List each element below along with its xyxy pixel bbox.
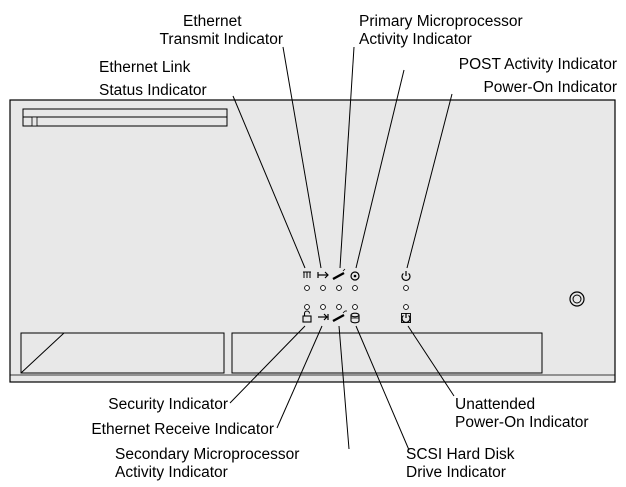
cpu-activity-icon	[332, 268, 346, 281]
bottom-indicator-row	[302, 304, 411, 324]
cpu-activity-icon	[332, 310, 347, 323]
led-secondary-microprocessor	[336, 304, 342, 310]
led-post-activity	[352, 285, 358, 291]
power-button-icon[interactable]	[569, 291, 585, 307]
lower-bay-left	[20, 332, 225, 374]
led-primary-microprocessor	[336, 285, 342, 291]
lock-icon	[302, 310, 312, 323]
callout-labels: Ethernet Transmit Indicator Primary Micr…	[91, 13, 617, 481]
unattended-power-icon	[401, 313, 411, 324]
leader-lines	[229, 46, 455, 451]
leader-primary-microprocessor	[339, 46, 355, 269]
transmit-arrow-icon	[317, 271, 329, 279]
leader-security	[229, 325, 306, 404]
lower-bay-left-diagonal	[20, 332, 65, 374]
led-security	[304, 304, 310, 310]
leader-ethernet-transmit	[282, 46, 322, 269]
media-bay-latch	[31, 116, 38, 127]
label-ethernet-link: Ethernet Link Status Indicator	[99, 59, 207, 99]
label-unattended-power-on: Unattended Power-On Indicator	[455, 396, 589, 431]
leader-power-on	[406, 93, 453, 269]
power-icon	[401, 271, 411, 282]
led-ethernet-transmit	[320, 285, 326, 291]
leader-ethernet-link	[232, 95, 306, 269]
top-indicator-row	[303, 268, 411, 291]
label-security: Security Indicator	[108, 396, 228, 413]
led-scsi-hard-disk	[352, 304, 358, 310]
server-front-panel	[9, 99, 616, 383]
led-ethernet-receive	[320, 304, 326, 310]
leader-secondary-microprocessor	[338, 325, 350, 450]
label-ethernet-receive: Ethernet Receive Indicator	[91, 421, 274, 438]
leader-post-activity	[355, 69, 405, 269]
label-power-on: Power-On Indicator	[483, 79, 617, 96]
led-power-on	[403, 285, 409, 291]
receive-arrow-icon	[318, 313, 329, 321]
label-scsi-hard-disk: SCSI Hard Disk Drive Indicator	[406, 446, 519, 481]
led-unattended-power-on	[403, 304, 409, 310]
label-secondary-microprocessor: Secondary Microprocessor Activity Indica…	[115, 446, 304, 481]
leader-ethernet-receive	[276, 325, 323, 429]
led-ethernet-link	[304, 285, 310, 291]
leader-unattended-power-on	[407, 325, 455, 397]
network-link-icon	[303, 271, 311, 278]
leader-scsi-hard-disk	[355, 325, 410, 451]
label-primary-microprocessor: Primary Microprocessor Activity Indicato…	[359, 13, 527, 48]
lower-bay-right	[231, 332, 543, 374]
disk-drive-icon	[350, 312, 360, 324]
label-post-activity: POST Activity Indicator	[459, 56, 617, 73]
post-activity-icon	[350, 271, 360, 281]
label-ethernet-transmit: Ethernet Transmit Indicator	[160, 13, 283, 48]
